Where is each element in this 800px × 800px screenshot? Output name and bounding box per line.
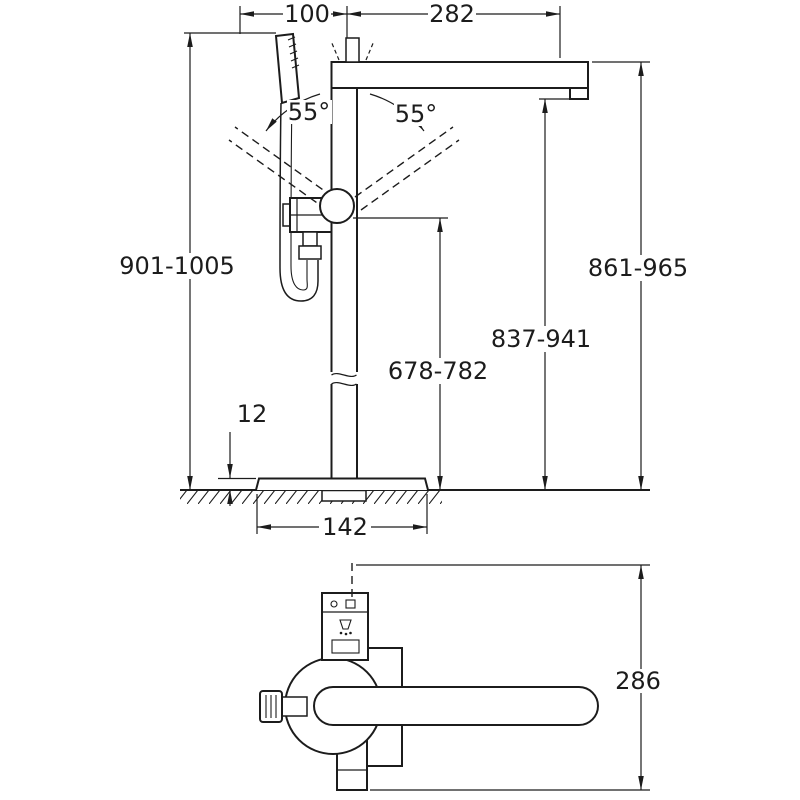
under-floor-mount [321,489,367,502]
dim-spout-top-height: 861-965 [585,61,691,490]
swivel-angle-right-label: 55° [394,100,439,128]
dim-overall-height: 901-1005 [116,32,276,490]
hand-shower [274,32,301,105]
riser-column [330,87,358,480]
spray-face-ticks [287,36,300,69]
valve-body-top-view [321,592,369,661]
swivel-joint [319,188,355,224]
base-plate [255,477,429,491]
lever-handle [345,37,360,63]
hose-nut [298,245,322,260]
column-break-symbol [330,372,359,387]
ground-hatch [180,491,442,504]
diverter-knob-top-view [259,690,308,723]
dim-handshower-offset: 100 [239,0,348,38]
swivel-angle-left-label: 55° [287,98,332,126]
spout-swivel-range [228,126,460,211]
dim-286-text: 286 [615,667,661,695]
dim-837-941-text: 837-941 [491,325,591,353]
spout-outlet [569,87,589,100]
dim-outlet-height: 837-941 [488,98,594,490]
spout-top-view [313,686,599,726]
dim-12-text: 12 [237,400,268,428]
handle-swing-right [365,40,375,61]
dim-100-text: 100 [284,0,330,28]
dim-901-1005-text: 901-1005 [119,252,235,280]
dim-861-965-text: 861-965 [588,254,688,282]
knob-knurling [265,695,277,718]
plan-view: 286 [259,563,664,791]
hose-union [302,231,318,247]
shower-spray-icon [339,619,352,630]
dim-678-782-text: 678-782 [388,357,488,385]
dim-base-plate-thickness: 12 [218,400,267,506]
dim-base-plate-diameter: 142 [256,494,428,541]
elevation-view: 55° 55° 100 282 901-1005 [116,0,691,541]
dim-overall-depth: 286 [356,564,664,791]
angle-left-text: 55° [288,98,331,126]
angle-right-text: 55° [395,100,438,128]
dim-body-height: 678-782 [353,217,491,490]
spout [330,61,589,89]
handle-swing-left [330,40,340,61]
dim-142-text: 142 [322,513,368,541]
dim-282-text: 282 [429,0,475,28]
dim-spout-reach: 282 [347,0,561,58]
